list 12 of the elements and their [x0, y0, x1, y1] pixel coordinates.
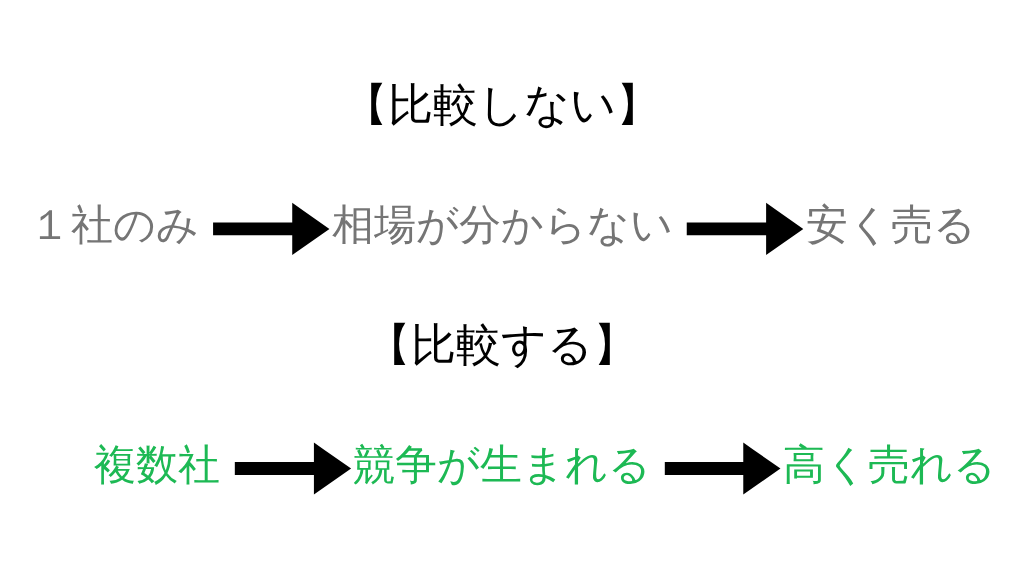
node-text: 複数社: [94, 439, 221, 489]
label: 【比較する】: [366, 317, 639, 371]
arrow: [686, 202, 804, 255]
node-text: 相場が分からない: [331, 200, 673, 250]
node-text: 高く売れる: [782, 439, 996, 489]
arrow: [234, 442, 352, 495]
node-text: 競争が生まれる: [353, 439, 652, 489]
arrow: [213, 202, 330, 255]
node-text: １社のみ: [28, 200, 199, 250]
label: 【比較しない】: [343, 78, 662, 132]
node-text: 安く売る: [805, 200, 976, 250]
arrow: [664, 442, 781, 495]
